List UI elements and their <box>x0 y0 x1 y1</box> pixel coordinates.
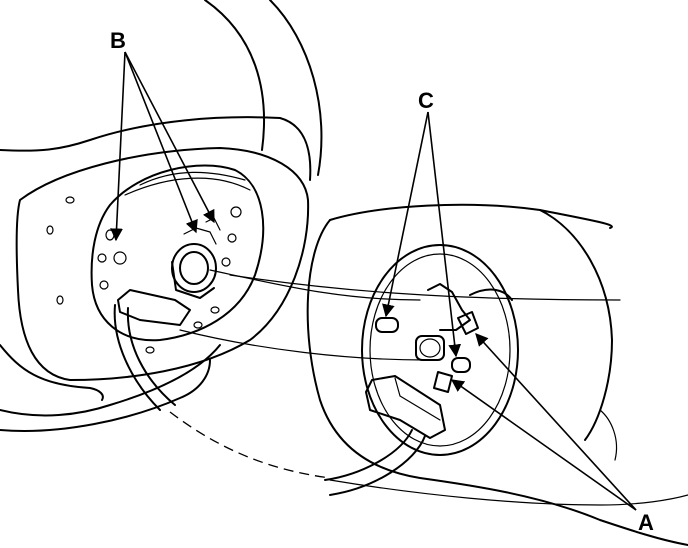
housing-hole <box>145 346 155 354</box>
right-connector <box>365 375 446 439</box>
right-cable-edge-1 <box>324 429 413 481</box>
right-clock-spring-assembly <box>306 203 688 546</box>
right-housing-detail <box>599 409 618 461</box>
leader-b-2 <box>124 51 198 234</box>
housing-hole <box>230 206 242 218</box>
callout-label-b: B <box>110 28 126 53</box>
callout-leaders <box>110 51 637 511</box>
a-latch-lower <box>433 371 453 393</box>
cable-path-dashed <box>169 411 331 479</box>
hub-upper-edge <box>0 116 312 181</box>
cable-edge-2 <box>126 307 176 406</box>
housing-hole <box>193 321 203 329</box>
center-boss-inner <box>179 251 209 285</box>
outer-shroud-curve-1 <box>204 0 265 151</box>
leader-b-1 <box>110 51 126 242</box>
left-connector <box>117 289 191 326</box>
left-steering-hub-assembly <box>0 0 323 432</box>
leader-a-1 <box>475 333 637 511</box>
leader-a-2 <box>450 379 637 511</box>
hub-lower-edge <box>0 344 104 401</box>
right-housing-side <box>539 209 613 441</box>
callout-label-c: C <box>418 88 434 113</box>
a-latch-upper <box>457 311 479 335</box>
b-mounting-hole <box>113 251 127 265</box>
callout-label-a: A <box>638 510 654 535</box>
housing-hole <box>210 306 220 314</box>
hub-bottom-edge <box>0 344 221 417</box>
rotor-tab <box>427 283 471 331</box>
housing-hole <box>46 225 54 235</box>
right-connector-edge <box>394 377 441 421</box>
housing-hole <box>227 233 237 243</box>
housing-hole <box>65 196 75 204</box>
right-housing-lower <box>329 479 688 506</box>
housing-hole <box>105 229 115 241</box>
cable-edge-1 <box>113 304 161 411</box>
clock-spring-rim <box>369 253 511 447</box>
right-cable-edge-2 <box>329 435 426 496</box>
clock-spring-body <box>361 244 519 456</box>
plate-rib-1 <box>124 177 251 196</box>
leader-c-1 <box>382 111 429 318</box>
center-cylinder <box>415 335 445 361</box>
right-housing-outline <box>306 219 688 546</box>
hub-housing <box>15 147 310 381</box>
leader-b-3 <box>124 51 215 224</box>
right-housing-top <box>329 203 613 229</box>
housing-hole <box>221 257 231 267</box>
rotor-arc <box>469 288 513 301</box>
hub-skirt <box>0 359 211 432</box>
b-tab-1 <box>183 227 217 245</box>
alignment-line-3 <box>229 274 621 301</box>
alignment-line-2 <box>179 329 426 361</box>
hub-inner-plate <box>90 164 265 342</box>
plate-rib-2 <box>139 171 246 186</box>
housing-hole <box>56 295 64 305</box>
center-cylinder-face <box>419 338 441 358</box>
housing-hole <box>97 253 107 263</box>
alignment-lines <box>169 269 621 479</box>
outer-shroud-curve-2 <box>269 0 323 176</box>
housing-hole <box>99 280 109 290</box>
c-guide-pin-left <box>375 317 399 333</box>
boss-collar <box>171 261 215 299</box>
leader-c-2 <box>427 111 462 358</box>
c-guide-pin-right <box>451 357 471 373</box>
